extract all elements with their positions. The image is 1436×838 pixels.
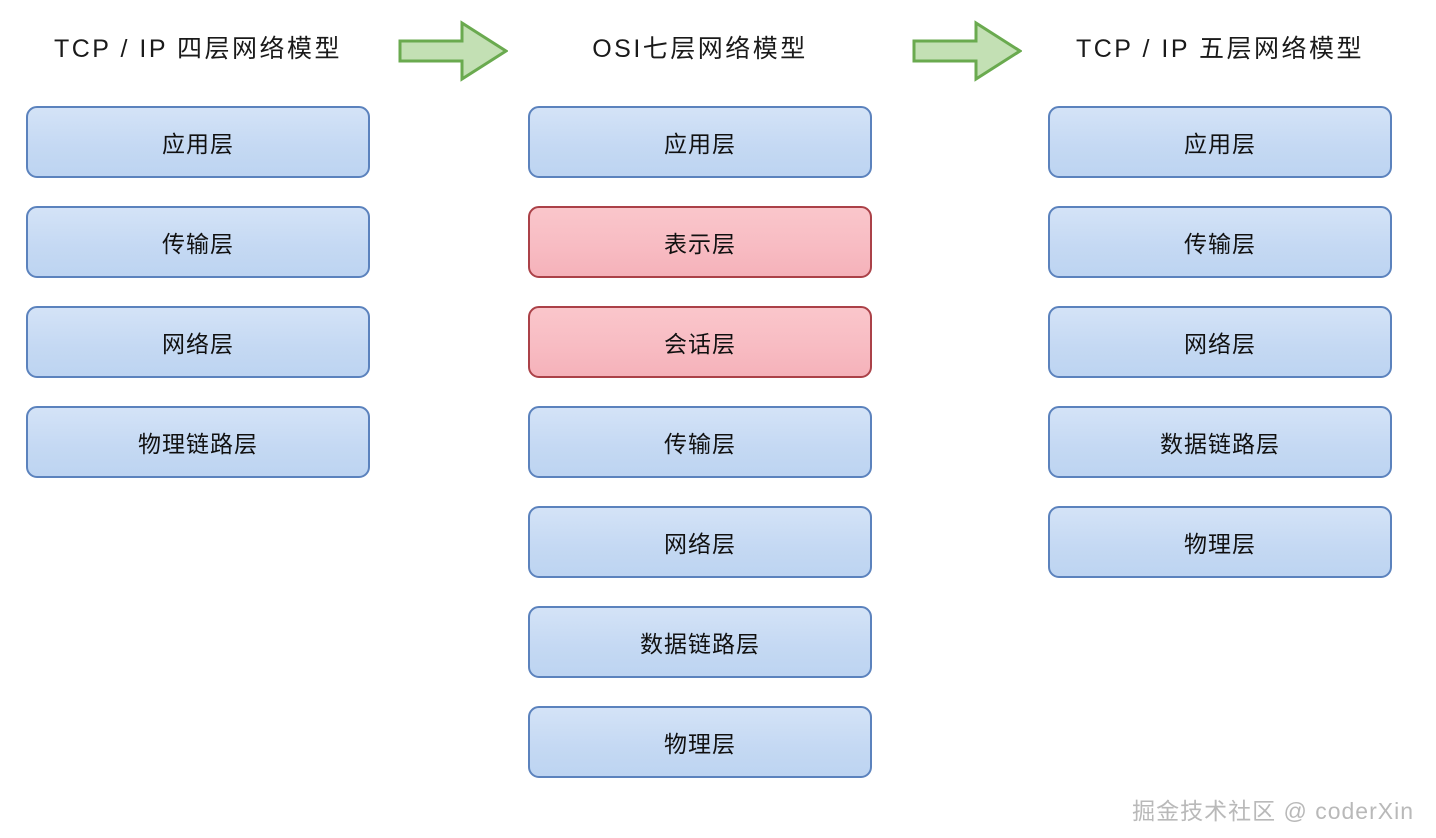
layer-box[interactable]: 物理层 bbox=[528, 706, 872, 778]
layer-box[interactable]: 传输层 bbox=[528, 406, 872, 478]
layer-box[interactable]: 数据链路层 bbox=[528, 606, 872, 678]
layer-box[interactable]: 数据链路层 bbox=[1048, 406, 1392, 478]
layer-box[interactable]: 物理链路层 bbox=[26, 406, 370, 478]
right-arrow-icon bbox=[398, 20, 508, 82]
layer-stack-osi-seven-layer: 应用层 表示层 会话层 传输层 网络层 数据链路层 物理层 bbox=[528, 106, 872, 806]
layer-stack-tcpip-five-layer: 应用层 传输层 网络层 数据链路层 物理层 bbox=[1048, 106, 1392, 606]
model-column-tcpip-five-layer: TCP / IP 五层网络模型 应用层 传输层 网络层 数据链路层 物理层 bbox=[1048, 0, 1392, 838]
column-title-tcpip-five-layer: TCP / IP 五层网络模型 bbox=[1075, 35, 1364, 63]
layer-stack-tcpip-four-layer: 应用层 传输层 网络层 物理链路层 bbox=[26, 106, 370, 506]
layer-box[interactable]: 应用层 bbox=[528, 106, 872, 178]
layer-box[interactable]: 传输层 bbox=[1048, 206, 1392, 278]
layer-box[interactable]: 网络层 bbox=[26, 306, 370, 378]
watermark-text: 掘金技术社区 @ coderXin bbox=[1132, 798, 1414, 824]
layer-box[interactable]: 会话层 bbox=[528, 306, 872, 378]
right-arrow-icon bbox=[912, 20, 1022, 82]
column-title-osi-seven-layer: OSI七层网络模型 bbox=[592, 35, 808, 63]
layer-box[interactable]: 应用层 bbox=[26, 106, 370, 178]
model-column-tcpip-four-layer: TCP / IP 四层网络模型 应用层 传输层 网络层 物理链路层 bbox=[26, 0, 370, 838]
layer-box[interactable]: 物理层 bbox=[1048, 506, 1392, 578]
layer-box[interactable]: 表示层 bbox=[528, 206, 872, 278]
layer-box[interactable]: 应用层 bbox=[1048, 106, 1392, 178]
layer-box[interactable]: 传输层 bbox=[26, 206, 370, 278]
model-column-osi-seven-layer: OSI七层网络模型 应用层 表示层 会话层 传输层 网络层 数据链路层 物理层 bbox=[528, 0, 872, 838]
layer-box[interactable]: 网络层 bbox=[1048, 306, 1392, 378]
column-title-tcpip-four-layer: TCP / IP 四层网络模型 bbox=[53, 35, 342, 63]
layer-box[interactable]: 网络层 bbox=[528, 506, 872, 578]
